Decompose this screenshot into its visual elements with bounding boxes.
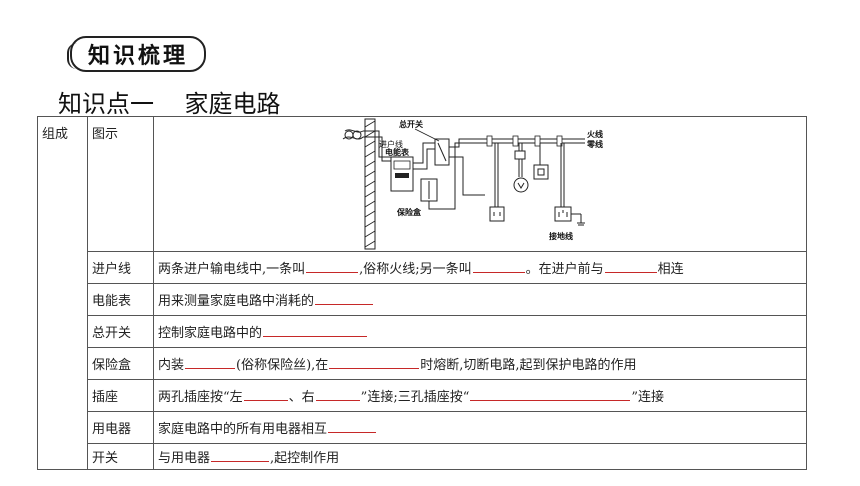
entry-label: 进户线 — [379, 139, 403, 149]
table-row: 总开关 控制家庭电路中的 — [38, 315, 807, 348]
table-row: 保险盒 内装(俗称保险丝),在时熔断,切断电路,起到保护电路的作用 — [38, 347, 807, 380]
row-label: 插座 — [87, 379, 154, 412]
fill-blank[interactable] — [329, 355, 420, 369]
fill-blank[interactable] — [185, 355, 236, 369]
row-content: 与用电器,起控制作用 — [153, 443, 807, 470]
row-content: 内装(俗称保险丝),在时熔断,切断电路,起到保护电路的作用 — [153, 347, 807, 380]
table-row: 用电器 家庭电路中的所有用电器相互 — [38, 411, 807, 444]
live-label: 火线 — [587, 129, 603, 139]
circuit-diagram-cell: 进户线 电能表 总开关 保险盒 — [153, 116, 807, 252]
row-label: 进户线 — [87, 251, 154, 284]
row-label: 电能表 — [87, 283, 154, 316]
fill-blank[interactable] — [315, 291, 374, 305]
row-content: 控制家庭电路中的 — [153, 315, 807, 348]
fill-blank[interactable] — [604, 259, 657, 273]
row-content: 两条进户输电线中,一条叫,俗称火线;另一条叫。在进户前与相连 — [153, 251, 807, 284]
fill-blank[interactable] — [328, 419, 377, 433]
fill-blank[interactable] — [243, 387, 288, 401]
section-badge: 知识梳理 — [67, 36, 206, 72]
fill-blank[interactable] — [315, 387, 360, 401]
table-row: 开关 与用电器,起控制作用 — [38, 443, 807, 470]
table-row: 插座 两孔插座按“左、右”连接;三孔插座按“”连接 — [38, 379, 807, 412]
group-header: 组成 — [37, 116, 88, 470]
fill-blank[interactable] — [263, 323, 368, 337]
fill-blank[interactable] — [472, 259, 525, 273]
section-title: 知识点一 家庭电路 — [58, 90, 281, 118]
table-row: 进户线 两条进户输电线中,一条叫,俗称火线;另一条叫。在进户前与相连 — [38, 251, 807, 284]
fill-blank[interactable] — [470, 387, 631, 401]
fill-blank[interactable] — [306, 259, 359, 273]
fuse-label: 保险盒 — [396, 207, 422, 217]
ground-label: 接地线 — [549, 231, 573, 241]
table-row: 电能表 用来测量家庭电路中消耗的 — [38, 283, 807, 316]
switch-label: 总开关 — [399, 119, 423, 129]
figure-header: 图示 — [87, 116, 154, 252]
row-content: 两孔插座按“左、右”连接;三孔插座按“”连接 — [153, 379, 807, 412]
knowledge-table: 组成 图示 — [37, 116, 807, 470]
row-label: 保险盒 — [87, 347, 154, 380]
neutral-label: 零线 — [586, 139, 603, 149]
table-row: 组成 图示 — [37, 116, 807, 470]
row-content: 家庭电路中的所有用电器相互 — [153, 411, 807, 444]
fill-blank[interactable] — [211, 448, 270, 462]
row-content: 用来测量家庭电路中消耗的 — [153, 283, 807, 316]
household-circuit-diagram: 进户线 电能表 总开关 保险盒 — [342, 118, 603, 250]
meter-label: 电能表 — [385, 147, 410, 157]
row-label: 用电器 — [87, 411, 154, 444]
row-label: 开关 — [87, 443, 154, 470]
row-label: 总开关 — [87, 315, 154, 348]
